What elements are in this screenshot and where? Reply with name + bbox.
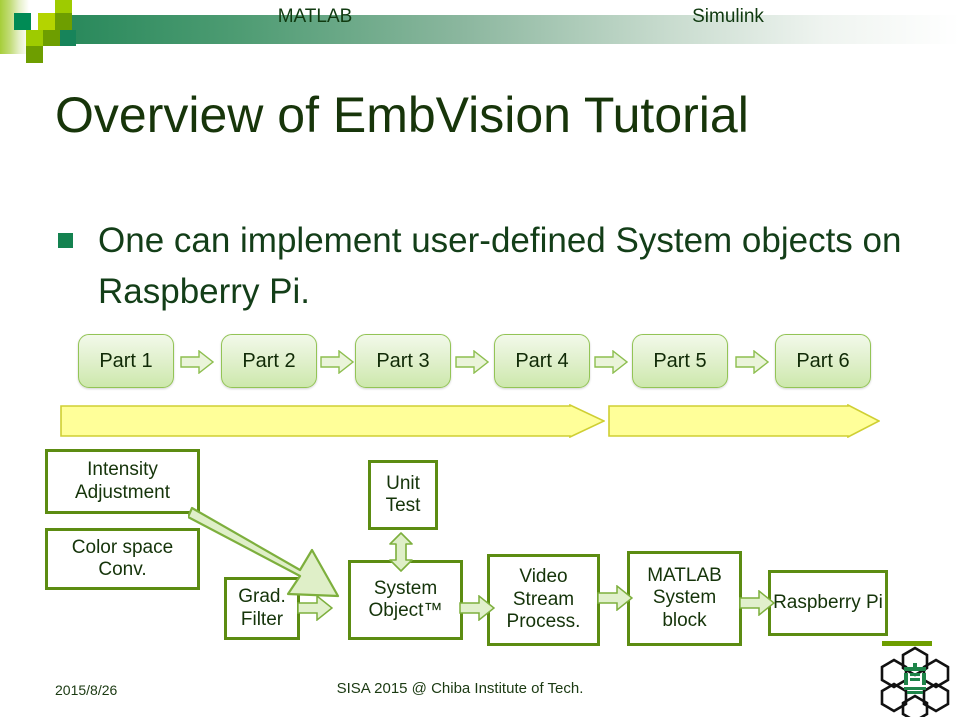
part-box-5[interactable]: Part 5 [632,334,728,388]
deco-square-teal [14,13,31,30]
header-gradient-bar [60,15,960,44]
page-title: Overview of EmbVision Tutorial [55,87,749,143]
flow-chevron-right-icon-3 [597,585,633,611]
matlab-arrow-banner [60,404,605,438]
flow-box-grad-filter[interactable]: Grad. Filter [224,577,300,640]
flow-chevron-right-icon-4 [739,590,775,616]
footer-conference: SISA 2015 @ Chiba Institute of Tech. [336,680,584,697]
deco-square-lime-2 [26,30,43,46]
part-box-6[interactable]: Part 6 [775,334,871,388]
flow-box-raspberry-pi[interactable]: Raspberry Pi [768,570,888,636]
flow-box-system-object[interactable]: System Object™ [348,560,463,640]
double-headed-arrow-icon [389,532,413,572]
deco-square-olive-1 [55,13,72,30]
flow-box-unit-test[interactable]: Unit Test [368,460,438,530]
chevron-right-icon-2 [320,350,354,374]
part-box-4[interactable]: Part 4 [494,334,590,388]
flow-chevron-right-icon-2 [459,595,495,621]
part-box-2[interactable]: Part 2 [221,334,317,388]
chevron-right-icon-3 [455,350,489,374]
chiba-institute-logo-icon [880,646,950,717]
flow-box-matlab-system-block[interactable]: MATLAB System block [627,551,742,646]
chevron-right-icon-1 [180,350,214,374]
deco-square-olive-2 [43,30,60,46]
flow-box-intensity-adjustment[interactable]: Intensity Adjustment [45,449,200,514]
part-box-1[interactable]: Part 1 [78,334,174,388]
bullet-text: One can implement user-defined System ob… [98,221,902,311]
diagonal-arrow-icon [188,506,340,598]
flow-box-color-space-conv[interactable]: Color space Conv. [45,528,200,590]
simulink-arrow-banner [608,404,880,438]
chevron-right-icon-4 [594,350,628,374]
part-box-3[interactable]: Part 3 [355,334,451,388]
logo-top-bar [882,641,932,646]
deco-square-teal-2 [60,30,76,46]
bullet-marker-icon [58,233,73,248]
deco-square-lime-top [55,0,72,13]
simulink-banner-label: Simulink [692,6,764,27]
footer-date: 2015/8/26 [55,682,118,698]
matlab-banner-label: MATLAB [277,6,353,27]
flow-box-video-stream-process[interactable]: Video Stream Process. [487,554,600,646]
deco-square-olive-3 [26,46,43,63]
deco-square-lime-1 [38,13,55,30]
flow-chevron-right-icon-1 [297,595,333,621]
chevron-right-icon-5 [735,350,769,374]
